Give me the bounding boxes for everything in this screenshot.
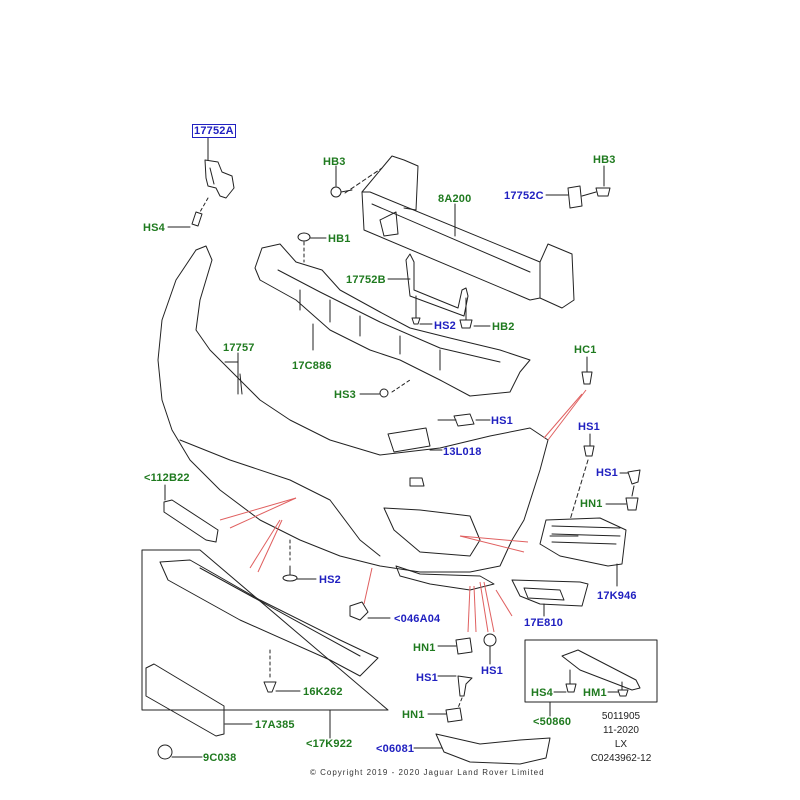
- part-label-hs2-top[interactable]: HS2: [434, 320, 456, 332]
- part-label-9c038[interactable]: 9C038: [203, 752, 237, 764]
- copyright-notice: © Copyright 2019 - 2020 Jaguar Land Rove…: [310, 768, 545, 777]
- part-label-hc1[interactable]: HC1: [574, 344, 597, 356]
- part-label-50860[interactable]: <50860: [533, 716, 572, 728]
- part-label-hs2-mid[interactable]: HS2: [319, 574, 341, 586]
- grille-112b22-drawing: [163, 499, 219, 543]
- info-code: 5011905: [601, 711, 641, 722]
- part-label-hs4-top[interactable]: HS4: [143, 222, 165, 234]
- part-label-17c886[interactable]: 17C886: [292, 360, 332, 372]
- part-label-06081[interactable]: <06081: [376, 743, 415, 755]
- part-label-hs1-d[interactable]: HS1: [481, 665, 503, 677]
- part-label-046a04[interactable]: <046A04: [394, 613, 441, 625]
- part-label-hs1-c[interactable]: HS1: [596, 467, 618, 479]
- bracket-17752b-drawing: [387, 253, 491, 329]
- info-ref: C0243962-12: [590, 753, 652, 764]
- part-label-hs4-box[interactable]: HS4: [531, 687, 553, 699]
- part-label-8a200[interactable]: 8A200: [438, 193, 472, 205]
- part-label-hb1[interactable]: HB1: [328, 233, 351, 245]
- part-label-17k946[interactable]: 17K946: [597, 590, 637, 602]
- part-label-hm1[interactable]: HM1: [583, 687, 607, 699]
- part-label-hb3-left[interactable]: HB3: [323, 156, 346, 168]
- part-label-hs1-a[interactable]: HS1: [491, 415, 513, 427]
- red-leader-lines: [219, 389, 587, 633]
- info-model: LX: [614, 739, 628, 750]
- bumper-beam-8a200-drawing: [330, 155, 575, 309]
- diagram-info-block: 5011905 11-2020 LX C0243962-12: [584, 710, 658, 766]
- info-date: 11-2020: [603, 725, 639, 736]
- part-label-17752c[interactable]: 17752C: [504, 190, 544, 202]
- bracket-17752a-drawing: [191, 136, 235, 227]
- part-label-17a385[interactable]: 17A385: [255, 719, 295, 731]
- part-label-hn1-low[interactable]: HN1: [402, 709, 425, 721]
- license-plate-17a385-drawing: [145, 663, 225, 737]
- part-label-112b22[interactable]: <112B22: [144, 472, 190, 484]
- part-label-16k262[interactable]: 16K262: [303, 686, 343, 698]
- part-label-17752b[interactable]: 17752B: [346, 274, 386, 286]
- side-grille-17k946-drawing: [539, 517, 627, 567]
- part-label-hs1-e[interactable]: HS1: [416, 672, 438, 684]
- part-label-hb2[interactable]: HB2: [492, 321, 515, 333]
- bumper-cover-drawing: [157, 245, 549, 591]
- part-label-17e810[interactable]: 17E810: [524, 617, 564, 629]
- part-label-17k922[interactable]: <17K922: [306, 738, 353, 750]
- fog-trim-17e810-drawing: [511, 579, 589, 607]
- lower-assembly-box-17k922: [141, 549, 389, 711]
- energy-absorber-17c886-drawing: [254, 243, 531, 398]
- part-label-13l018[interactable]: 13L018: [443, 446, 482, 458]
- part-label-17757[interactable]: 17757: [223, 342, 255, 354]
- part-label-hn1-mid[interactable]: HN1: [413, 642, 436, 654]
- part-label-17752a[interactable]: 17752A: [192, 124, 236, 138]
- small-assembly-box-50860: [524, 639, 658, 703]
- part-label-hs3[interactable]: HS3: [334, 389, 356, 401]
- part-label-hs1-b[interactable]: HS1: [578, 421, 600, 433]
- part-label-hn1-right[interactable]: HN1: [580, 498, 603, 510]
- fog-cover-06081-drawing: [435, 733, 551, 765]
- part-label-hb3-right[interactable]: HB3: [593, 154, 616, 166]
